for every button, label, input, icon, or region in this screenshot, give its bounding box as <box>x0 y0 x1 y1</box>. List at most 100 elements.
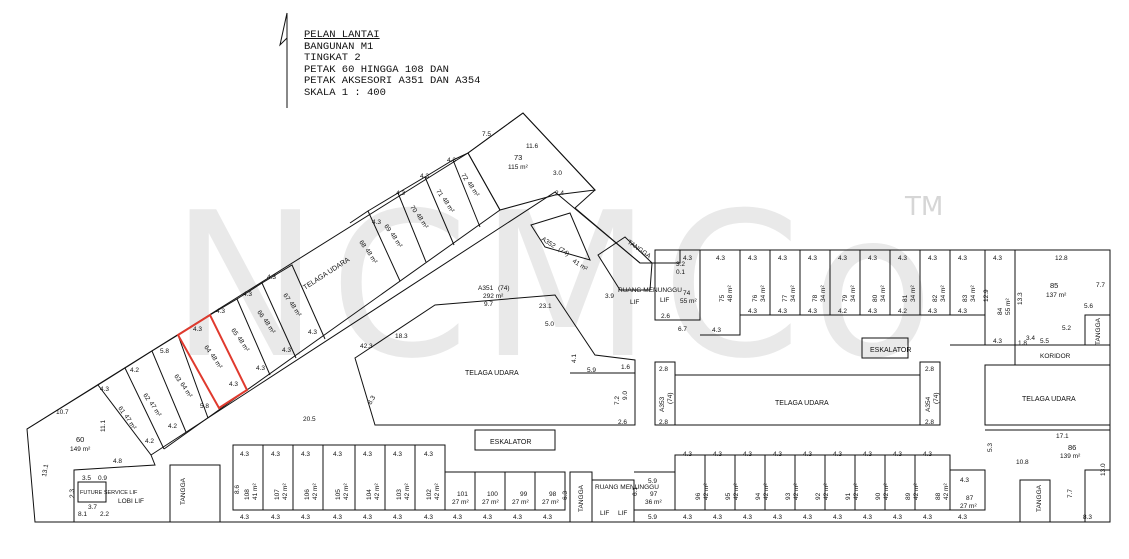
dim: 4.3 <box>333 451 342 458</box>
dim: 5.5 <box>1040 338 1049 345</box>
parcel-76: 76 <box>752 294 759 302</box>
dim: 8.6 <box>234 485 241 494</box>
dim: 10.7 <box>56 409 69 416</box>
dim: 9.0 <box>622 391 629 400</box>
parcel-65-area: 48 m² <box>235 335 250 353</box>
parcel-102-area: 42 m² <box>434 483 441 500</box>
dim: 4.3 <box>833 451 842 458</box>
dim: 6.3 <box>562 491 569 500</box>
dim: 4.3 <box>778 308 787 315</box>
dimension-labels: 4.3 4.3 4.3 4.3 4.3 4.3 4.3 4.3 4.3 4.3 … <box>41 131 1107 521</box>
dim: 2.8 <box>925 366 934 373</box>
parcel-85-area: 137 m² <box>1046 292 1067 299</box>
dim: 4.3 <box>333 514 342 521</box>
dim: 3.9 <box>605 293 614 300</box>
dim: 4.3 <box>773 514 782 521</box>
parcel-86-area: 139 m² <box>1060 453 1081 460</box>
dim: 7.7 <box>1096 282 1105 289</box>
parcel-63: 63 <box>172 373 182 383</box>
dim: 2.8 <box>659 419 668 426</box>
parcel-101-area: 27 m² <box>452 499 469 506</box>
parcel-77: 77 <box>782 294 789 302</box>
parcel-82: 82 <box>932 294 939 302</box>
parcel-103-area: 42 m² <box>404 483 411 500</box>
highlighted-parcel[interactable] <box>176 313 249 410</box>
parcel-73-outline <box>467 112 597 211</box>
dim: 4.3 <box>243 291 252 298</box>
parcel-67-area: 48 m² <box>287 300 302 318</box>
dim: 4.3 <box>453 514 462 521</box>
corridor-label: KORIDOR <box>1040 353 1071 360</box>
dim: 2.8 <box>659 366 668 373</box>
void-label: TELAGA UDARA <box>1022 396 1076 403</box>
dim: 8.3 <box>1083 514 1092 521</box>
dim: 18.3 <box>395 333 408 340</box>
dim: 4.3 <box>372 219 381 226</box>
lift-label: LIF <box>618 510 627 517</box>
parcel-94: 94 <box>755 492 762 500</box>
dim: 7.7 <box>1067 489 1074 498</box>
dim: 4.3 <box>743 451 752 458</box>
parcel-96-area: 42 m² <box>703 483 710 500</box>
lift-lobby-label: LOBI LIF <box>118 498 144 505</box>
dim: 8.1 <box>78 511 87 518</box>
dim: 4.3 <box>863 514 872 521</box>
parcel-85-no: 85 <box>1050 281 1058 290</box>
parcel-61: 61 <box>116 405 126 415</box>
dim: 5.9 <box>648 478 657 485</box>
watermark: NCMCo <box>170 170 944 403</box>
parcel-93-area: 42 m² <box>793 483 800 500</box>
parcel-a354: A354 <box>925 396 932 412</box>
parcel-80: 80 <box>872 294 879 302</box>
parcel-62-area: 47 m² <box>147 400 162 418</box>
dim: 4.3 <box>893 451 902 458</box>
dim: 2.2 <box>100 511 109 518</box>
parcel-74: 74 <box>683 290 691 297</box>
middle-strip <box>654 361 1111 426</box>
void-label: TELAGA UDARA <box>465 370 519 377</box>
dim: 3.2 <box>676 261 685 268</box>
dim: 4.3 <box>743 514 752 521</box>
dim: 5.8 <box>160 348 169 355</box>
dim: 4.3 <box>778 255 787 262</box>
parcel-60-no: 60 <box>76 435 84 444</box>
stair-label: TANGGA <box>180 477 187 505</box>
dim: 4.3 <box>271 514 280 521</box>
dim: 3.0 <box>553 170 562 177</box>
dim: 4.3 <box>928 255 937 262</box>
lift-label: LIF <box>630 299 639 306</box>
parcel-88: 88 <box>935 492 942 500</box>
dim: 4.3 <box>893 514 902 521</box>
trademark-mark: TM <box>905 192 944 222</box>
central-voids <box>354 212 653 451</box>
stair-label: TANGGA <box>578 484 585 512</box>
parcel-94-area: 42 m² <box>763 483 770 500</box>
parcel-73-area: 115 m² <box>508 164 529 171</box>
dim: 42.3 <box>360 343 373 350</box>
parcel-92: 92 <box>815 492 822 500</box>
dim: 4.3 <box>363 451 372 458</box>
dim: 5.6 <box>1084 303 1093 310</box>
dim: 4.3 <box>424 514 433 521</box>
dim: 4.3 <box>420 173 429 180</box>
parcel-91-area: 42 m² <box>853 483 860 500</box>
parcel-69-area: 48 m² <box>388 231 403 249</box>
dim: 4.3 <box>863 451 872 458</box>
dim: 5.9 <box>648 514 657 521</box>
parcel-93: 93 <box>785 492 792 500</box>
dim: 10.8 <box>1016 459 1029 466</box>
parcel-95: 95 <box>725 492 732 500</box>
parcel-74-area: 55 m² <box>680 298 697 305</box>
parcel-77-area: 34 m² <box>790 285 797 302</box>
lift-label: LIF <box>660 297 669 304</box>
dim: 4.3 <box>898 255 907 262</box>
parcel-90: 90 <box>875 492 882 500</box>
parcel-104-area: 42 m² <box>374 483 381 500</box>
parcel-a352-area: 41 m² <box>571 258 589 273</box>
dim: 4.3 <box>256 365 265 372</box>
dim: 5.2 <box>1062 325 1071 332</box>
dim: 4.3 <box>240 451 249 458</box>
parcel-88-area: 42 m² <box>943 483 950 500</box>
title-line: TINGKAT 2 <box>304 52 361 65</box>
